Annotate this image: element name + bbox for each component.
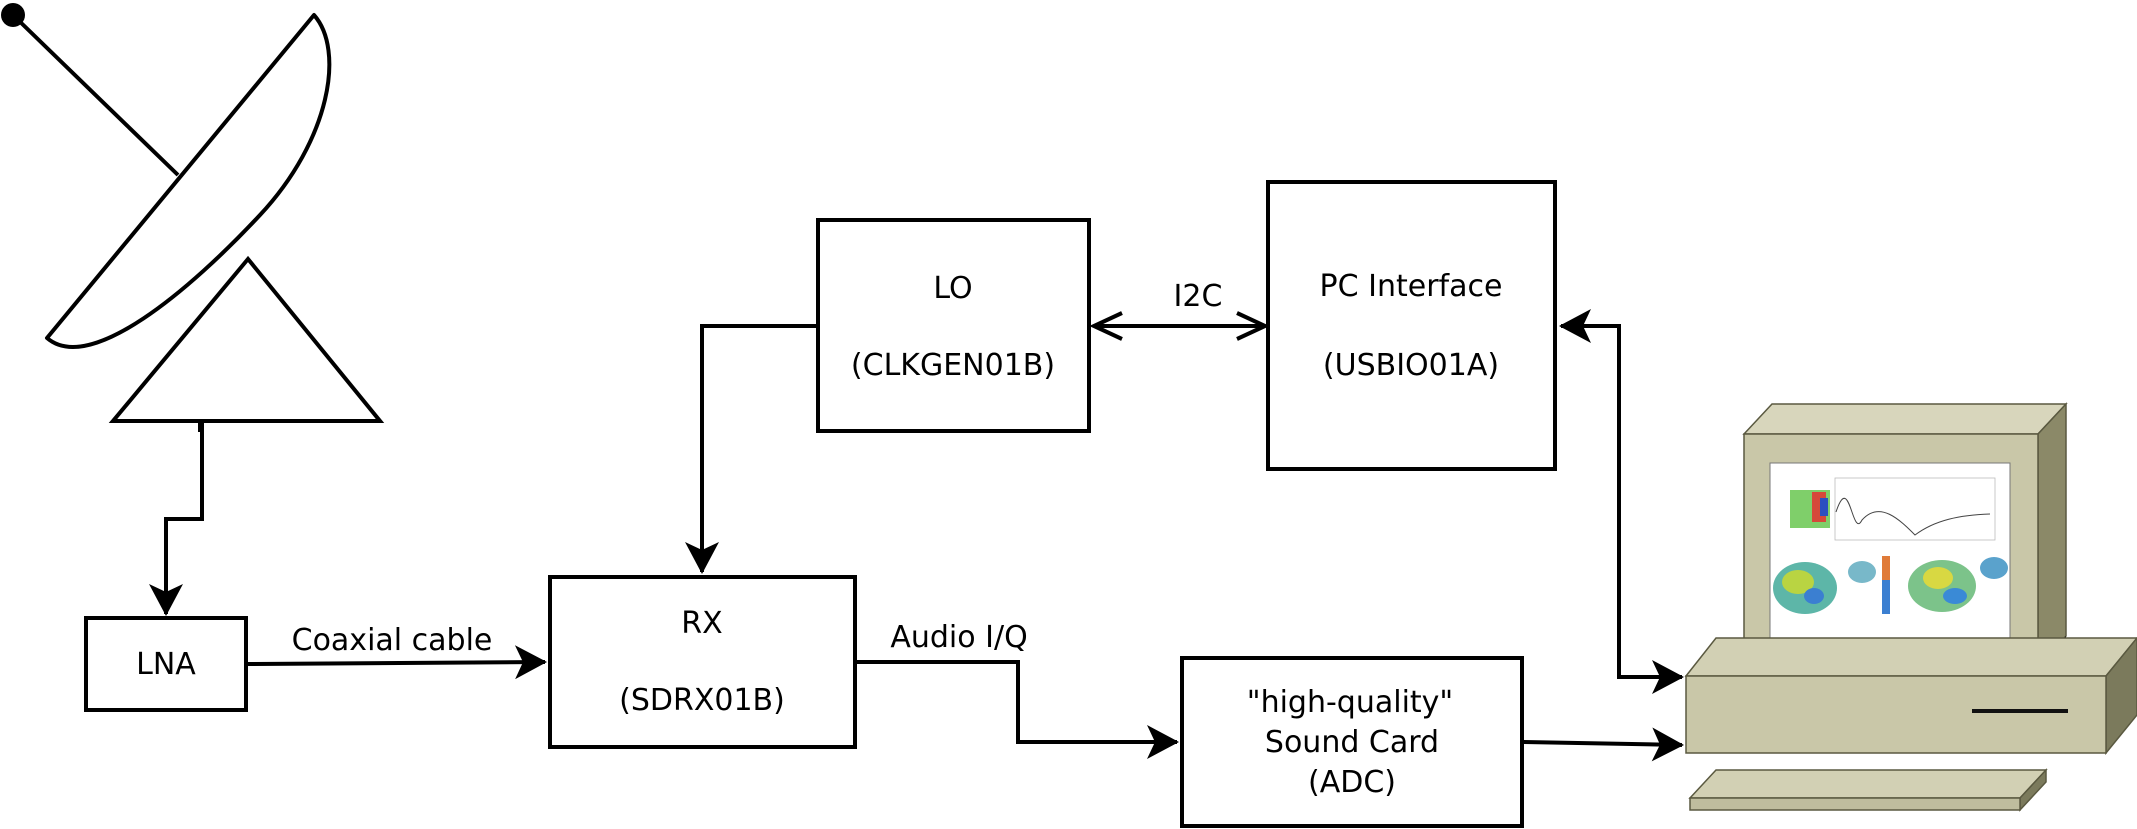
audio-label: Audio I/Q (890, 620, 1027, 655)
satellite-dish-icon (1, 3, 385, 432)
rx-name: RX (681, 606, 722, 641)
rx-part: (SDRX01B) (619, 683, 785, 718)
sound-card-line2: Sound Card (1265, 725, 1439, 760)
lo-part: (CLKGEN01B) (851, 348, 1055, 383)
soundcard-to-pc-wire (1522, 727, 1684, 762)
coax-label: Coaxial cable (292, 623, 493, 658)
coax-wire (245, 645, 547, 680)
monitor-screen (1769, 462, 2011, 642)
lo-name: LO (933, 271, 972, 306)
lna-label: LNA (136, 647, 196, 682)
lna-block: LNA (84, 616, 248, 712)
dish-to-lna-wire (149, 421, 204, 616)
sound-card-line1: "high-quality" (1247, 685, 1453, 720)
sound-card-block: "high-quality" Sound Card (ADC) (1180, 656, 1524, 828)
i2c-label: I2C (1174, 279, 1223, 314)
lo-block: LO (CLKGEN01B) (816, 218, 1091, 433)
desktop-computer-icon (1684, 402, 2137, 812)
sound-card-line3: (ADC) (1308, 765, 1396, 800)
audio-wire (856, 660, 1179, 759)
rx-block: RX (SDRX01B) (548, 575, 857, 749)
lo-to-rx-wire (685, 324, 818, 574)
pc-interface-name: PC Interface (1320, 269, 1503, 304)
pc-interface-block: PC Interface (USBIO01A) (1266, 180, 1557, 471)
pc-interface-part: (USBIO01A) (1323, 348, 1499, 383)
usb-wire (1559, 309, 1684, 694)
